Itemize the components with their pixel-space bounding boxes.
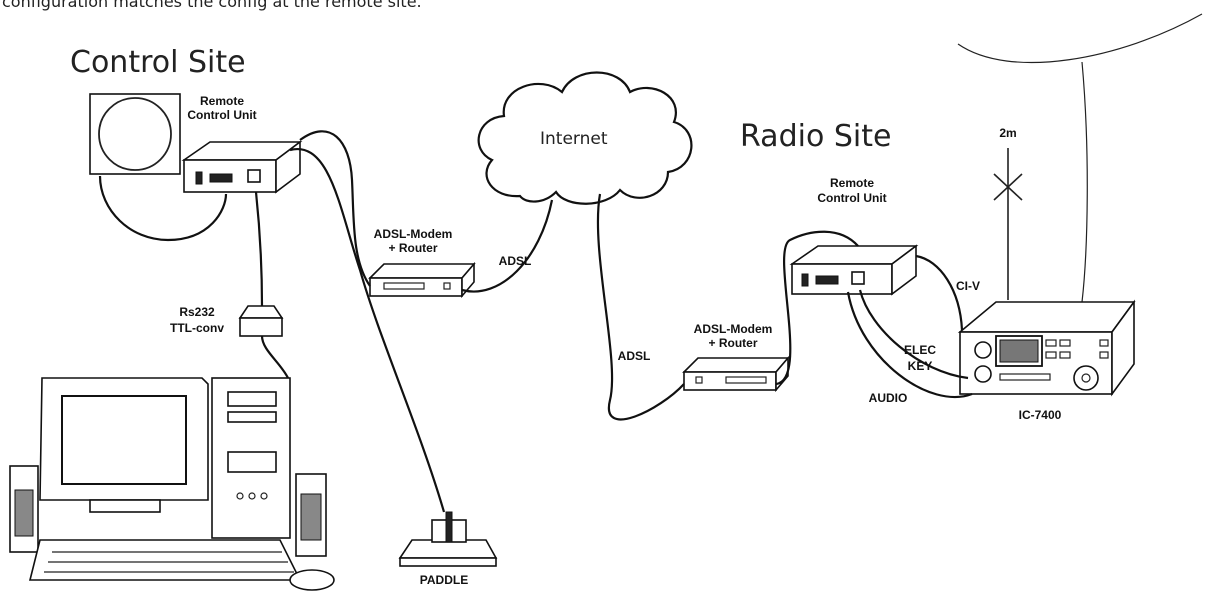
control-site-title: Control Site bbox=[70, 45, 246, 80]
rs232-converter-icon bbox=[238, 305, 284, 337]
rcu-right-label-2: Control Unit bbox=[817, 191, 886, 205]
adsl-right-label: ADSL bbox=[618, 349, 651, 363]
radio-site-title: Radio Site bbox=[740, 119, 891, 154]
radio-model-label: IC-7400 bbox=[1019, 408, 1062, 422]
antenna-label: 2m bbox=[999, 126, 1016, 140]
audio-label: AUDIO bbox=[869, 391, 908, 405]
computer-icon bbox=[9, 377, 335, 591]
internet-cloud: Internet bbox=[477, 71, 693, 205]
antenna-icon bbox=[957, 13, 1203, 303]
speaker-icon bbox=[89, 93, 181, 175]
rcu-left-label-2: Control Unit bbox=[187, 108, 256, 122]
modem-right-label-1: ADSL-Modem bbox=[694, 322, 773, 336]
paddle-icon bbox=[398, 511, 498, 567]
adsl-modem-left-icon bbox=[368, 261, 476, 299]
modem-left-label-1: ADSL-Modem bbox=[374, 227, 453, 241]
elec-key-label-1: ELEC bbox=[904, 343, 936, 357]
rcu-right-label-1: Remote bbox=[830, 176, 874, 190]
cables bbox=[98, 130, 973, 513]
internet-label: Internet bbox=[540, 129, 608, 149]
caption-text: configuration matches the config at the … bbox=[2, 0, 422, 11]
remote-control-unit-left-icon bbox=[181, 140, 303, 194]
modem-left-label-2: + Router bbox=[388, 241, 437, 255]
rcu-left-label-1: Remote bbox=[200, 94, 244, 108]
modem-right-label-2: + Router bbox=[708, 336, 757, 350]
elec-key-label-2: KEY bbox=[908, 359, 933, 373]
radio-transceiver-icon bbox=[957, 299, 1136, 397]
remote-control-unit-right-icon bbox=[789, 244, 919, 296]
paddle-label: PADDLE bbox=[420, 573, 468, 587]
rs232-label-2: TTL-conv bbox=[170, 321, 224, 335]
civ-label: CI-V bbox=[956, 279, 980, 293]
rs232-label-1: Rs232 bbox=[179, 305, 215, 319]
adsl-modem-right-icon bbox=[682, 355, 790, 393]
